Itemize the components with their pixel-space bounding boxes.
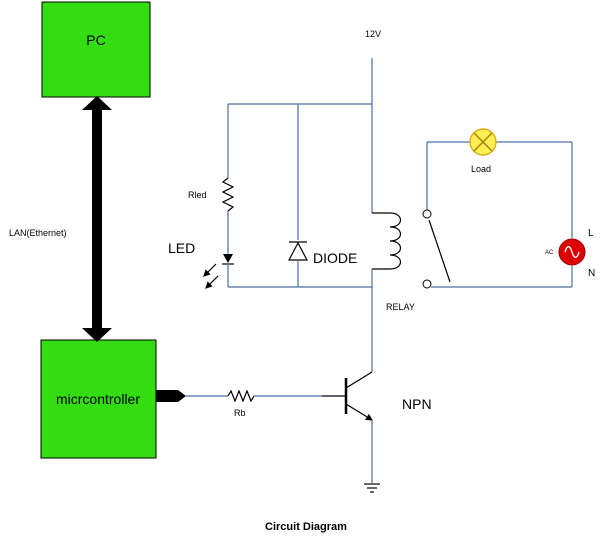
ground-symbol	[364, 483, 380, 493]
line-label: L	[588, 228, 594, 239]
lan-link-arrow	[82, 96, 112, 342]
resistor-rled	[221, 177, 235, 212]
led-symbol	[203, 254, 234, 289]
switch-contact-top	[422, 209, 432, 219]
relay-switch-arm	[428, 219, 451, 283]
microcontroller-block: micrcontroller	[40, 339, 157, 459]
led-label: LED	[168, 240, 195, 256]
npn-transistor	[322, 371, 374, 421]
diode-symbol	[288, 241, 308, 261]
diode-label: DIODE	[313, 250, 357, 266]
lan-label: LAN(Ethernet)	[9, 228, 67, 238]
switch-contact-bottom	[422, 279, 432, 289]
resistor-rb	[227, 389, 255, 403]
rb-label: Rb	[234, 408, 246, 418]
relay-label: RELAY	[386, 302, 415, 312]
pc-block: PC	[41, 1, 151, 98]
mcu-output-connector	[156, 390, 186, 402]
ac-source-icon	[558, 238, 586, 266]
npn-label: NPN	[402, 396, 432, 412]
microcontroller-label: micrcontroller	[56, 391, 140, 407]
neutral-label: N	[588, 268, 595, 279]
supply-label: 12V	[365, 29, 381, 39]
load-label: Load	[471, 164, 491, 174]
rled-label: Rled	[188, 190, 207, 200]
lamp-icon	[469, 128, 497, 156]
diagram-caption: Circuit Diagram	[265, 521, 347, 533]
ac-label: AC	[545, 250, 554, 256]
relay-coil	[372, 212, 402, 270]
pc-label: PC	[86, 32, 105, 48]
